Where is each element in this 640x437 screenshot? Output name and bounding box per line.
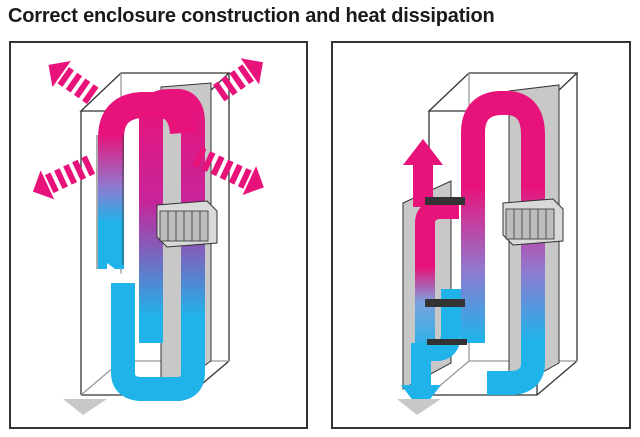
component-module-icon: [502, 198, 564, 246]
component-module-icon: [156, 200, 218, 248]
fan-arrow-icon: [401, 139, 467, 411]
enclosure-diagram-right: [397, 72, 579, 415]
page-title: Correct enclosure construction and heat …: [8, 5, 495, 27]
airflow-path: [96, 89, 205, 401]
floor-marker-icon: [63, 399, 107, 415]
enclosure-diagram-left: [32, 58, 264, 415]
airflow-path: [461, 91, 545, 395]
diagram-panel-left: [9, 41, 308, 429]
floor-marker-icon: [397, 399, 441, 415]
striped-arrow-icon: [32, 58, 264, 200]
diagram-panel-right: [331, 41, 631, 429]
